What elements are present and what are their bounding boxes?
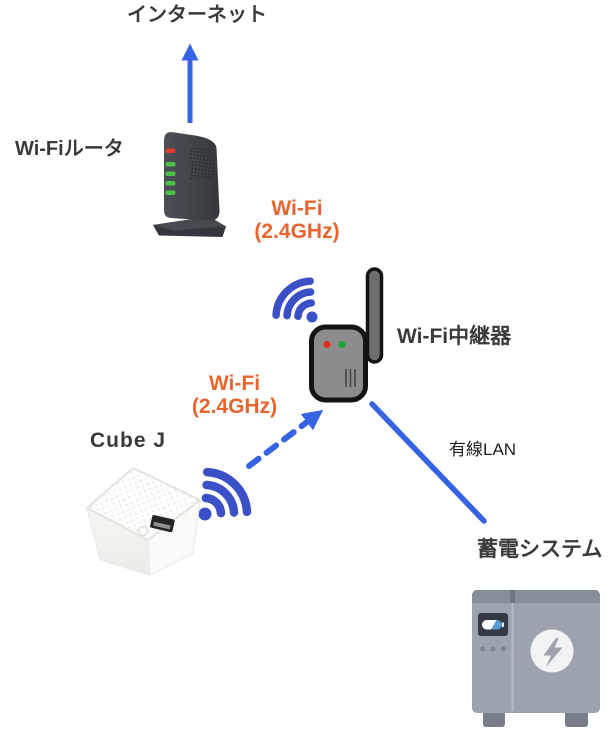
router-led-green xyxy=(165,181,176,186)
wifi-link-lower-label: Wi-Fi (2.4GHz) xyxy=(167,372,302,418)
wifi-link-lower-line1: Wi-Fi xyxy=(208,372,261,395)
repeater-icon xyxy=(309,267,384,403)
repeater-wifi-signal-icon xyxy=(272,277,318,323)
wifi-link-upper-label: Wi-Fi (2.4GHz) xyxy=(227,197,367,243)
router-icon xyxy=(153,132,226,237)
internet-label: インターネット xyxy=(127,4,267,26)
router-grille xyxy=(190,148,214,179)
repeater-led-green xyxy=(338,340,346,349)
cube-button xyxy=(137,525,149,537)
router-led-green xyxy=(165,171,176,176)
wifi-link-upper-line2: (2.4GHz) xyxy=(254,220,340,243)
wifi-link-lower-line2: (2.4GHz) xyxy=(191,395,278,418)
battery-icon xyxy=(472,590,600,727)
repeater-led-red xyxy=(323,340,331,349)
router-led-green xyxy=(165,162,176,167)
repeater-vents xyxy=(345,369,356,387)
router-led-green xyxy=(165,190,176,195)
battery-foot xyxy=(565,709,588,727)
router-led-red xyxy=(165,148,176,153)
router-label: Wi-Fiルータ xyxy=(15,138,124,160)
cube-usb-port xyxy=(150,515,175,533)
wired-lan-line xyxy=(369,401,487,524)
battery-foot xyxy=(483,709,505,727)
dashed-wifi-arrow-icon xyxy=(246,409,324,469)
repeater-body xyxy=(309,324,368,403)
cube-device-icon xyxy=(86,467,201,576)
repeater-label: Wi-Fi中継器 xyxy=(397,325,512,348)
battery-label: 蓄電システム xyxy=(477,538,603,561)
cube-wifi-signal-icon xyxy=(198,467,252,521)
wifi-link-upper-line1: Wi-Fi xyxy=(271,197,323,220)
wired-lan-label: 有線LAN xyxy=(449,440,517,459)
repeater-antenna xyxy=(365,267,384,364)
cube-label: Cube J xyxy=(90,429,167,452)
